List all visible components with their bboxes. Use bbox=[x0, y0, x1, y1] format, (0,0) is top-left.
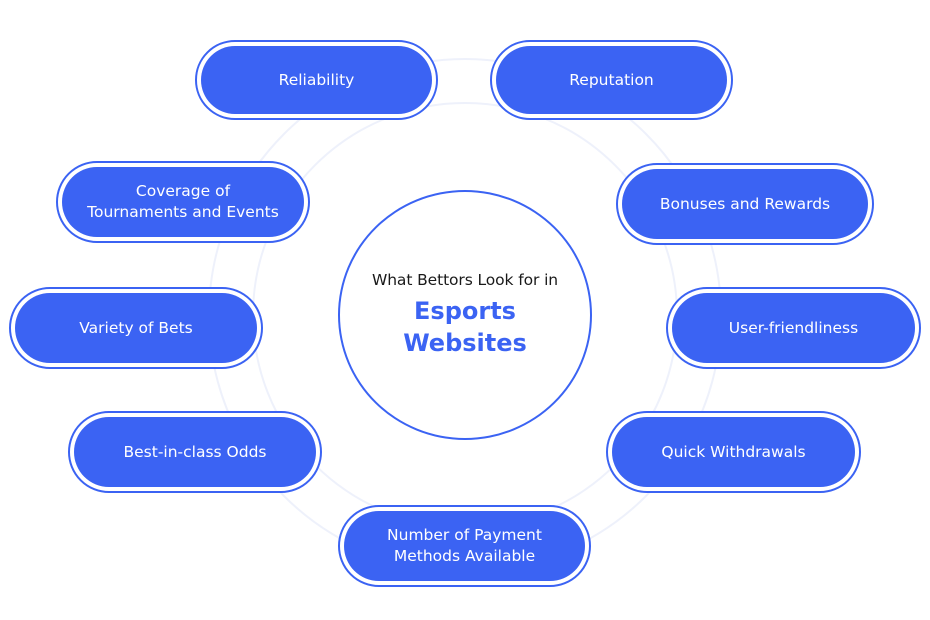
pill-payment: Number of Payment Methods Available bbox=[338, 505, 591, 587]
pill-label: Variety of Bets bbox=[79, 318, 193, 337]
pill-label: Reliability bbox=[278, 70, 355, 89]
pill-variety: Variety of Bets bbox=[9, 287, 263, 369]
pill-label: Reputation bbox=[569, 70, 654, 89]
pill-label: Bonuses and Rewards bbox=[659, 194, 831, 213]
center-title: Esports Websites bbox=[403, 297, 527, 357]
pill-withdrawals: Quick Withdrawals bbox=[606, 411, 861, 493]
center-circle: What Bettors Look for in Esports Website… bbox=[338, 190, 592, 440]
pill-label: Coverage of Tournaments and Events bbox=[87, 182, 279, 221]
center-subtitle: What Bettors Look for in bbox=[371, 271, 559, 289]
pill-coverage: Coverage of Tournaments and Events bbox=[56, 161, 310, 243]
pill-bonuses: Bonuses and Rewards bbox=[616, 163, 874, 245]
pill-label: Quick Withdrawals bbox=[661, 442, 806, 461]
pill-odds: Best-in-class Odds bbox=[68, 411, 322, 493]
pill-reliability: Reliability bbox=[195, 40, 438, 120]
pill-user-friendliness: User-friendliness bbox=[666, 287, 921, 369]
pill-label: User-friendliness bbox=[728, 318, 859, 337]
pill-label: Number of Payment Methods Available bbox=[387, 526, 542, 565]
pill-reputation: Reputation bbox=[490, 40, 733, 120]
pill-label: Best-in-class Odds bbox=[123, 442, 267, 461]
